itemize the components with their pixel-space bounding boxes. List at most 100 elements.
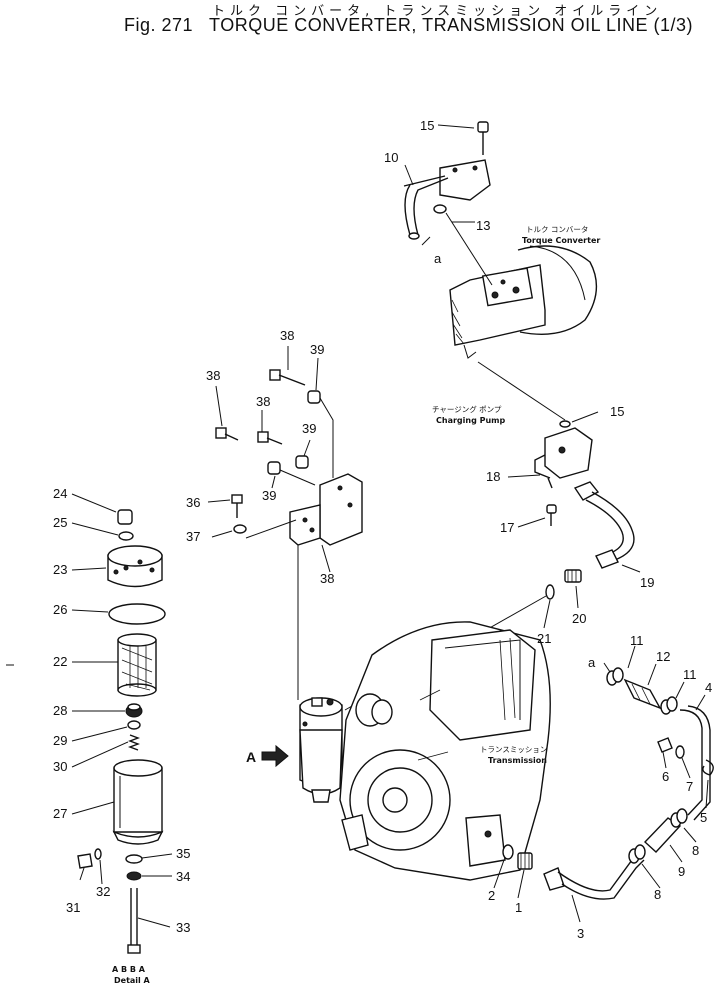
leader-lines (71, 124, 709, 928)
label-1: 1 (515, 900, 522, 915)
part-7-washer (675, 745, 685, 759)
label-2: 2 (488, 888, 495, 903)
torque-converter-housing (449, 245, 598, 359)
transmission-housing (339, 621, 551, 881)
part-11-clamp-right (660, 696, 678, 715)
label-8-upper: 8 (692, 843, 699, 858)
label-19: 20 (572, 611, 586, 626)
part-27-valve (125, 703, 143, 718)
label-29: 30 (53, 759, 67, 774)
detail-a-word: Detail A (114, 976, 151, 985)
label-39-low: 39 (262, 488, 276, 503)
label-21: 22 (53, 654, 67, 669)
label-31: 32 (96, 884, 110, 899)
label-6: 6 (662, 769, 669, 784)
label-a-top: a (434, 251, 442, 266)
label-18: 19 (640, 575, 654, 590)
part-2-o-ring (502, 844, 514, 860)
label-17: 18 (486, 469, 500, 484)
assembly-labels: トルク コンバータ Torque Converter チャージング ポンプ Ch… (112, 225, 600, 985)
label-38-mid: 38 (256, 394, 270, 409)
part-23-plug (117, 509, 133, 525)
part-21-element (117, 633, 157, 697)
part-32-bolt (127, 888, 141, 954)
label-14: 15 (420, 118, 434, 133)
label-37: 38 (320, 571, 334, 586)
label-13: 13 (476, 218, 490, 233)
label-7: 7 (686, 779, 693, 794)
part-36-washer (233, 524, 247, 534)
part-19-fitting (564, 569, 582, 583)
part-31-o-ring (94, 848, 102, 860)
part-number-labels: 15 10 13 a 15 18 17 19 20 21 38 39 38 38… (53, 118, 712, 941)
label-23: 24 (53, 486, 67, 501)
label-15: 15 (610, 404, 624, 419)
part-22-filter-head (107, 545, 163, 588)
part-8-clamp-lower (628, 844, 646, 864)
label-30: 31 (66, 900, 80, 915)
part-1-fitting (517, 852, 533, 870)
label-12: 12 (656, 649, 670, 664)
label-25: 26 (53, 602, 67, 617)
part-6-nut (657, 737, 673, 753)
part-39-washer-top (307, 390, 321, 404)
torque-converter-label-en: Torque Converter (522, 236, 600, 245)
part-11-clamp-left (606, 667, 624, 686)
part-29-spring (128, 734, 140, 751)
charging-pump-label-en: Charging Pump (436, 416, 505, 425)
detail-a-marker: A (246, 749, 256, 765)
part-13-o-ring (433, 204, 447, 214)
part-4-pipe (679, 705, 711, 821)
part-38-bolt-mid (257, 431, 283, 445)
label-27: 28 (53, 703, 67, 718)
part-9-hose (643, 817, 682, 853)
part-26-case (112, 759, 164, 845)
filter-assembly-a (299, 697, 343, 803)
label-24: 25 (53, 515, 67, 530)
label-39-mid: 39 (302, 421, 316, 436)
part-16-bolt (546, 504, 557, 526)
label-3: 3 (577, 926, 584, 941)
transmission-label-jp: トランスミッション (480, 745, 547, 754)
part-28-washer (127, 720, 141, 730)
detail-a-arrow (261, 744, 289, 768)
part-33-washer (126, 871, 142, 881)
part-25-o-ring (108, 603, 166, 625)
part-30-plug (77, 853, 93, 869)
label-10: 10 (384, 150, 398, 165)
label-11-right: 11 (683, 667, 697, 682)
label-20: 21 (537, 631, 551, 646)
part-14-bolt (477, 121, 489, 155)
part-37-bracket (289, 473, 363, 546)
label-16: 17 (500, 520, 514, 535)
label-5: 5 (700, 810, 707, 825)
torque-converter-label-jp: トルク コンバータ (526, 225, 588, 234)
label-26: 27 (53, 806, 67, 821)
part-34-o-ring (125, 854, 143, 864)
label-9: 9 (678, 864, 685, 879)
label-39-top: 39 (310, 342, 324, 357)
charging-pump-label-jp: チャージング ポンプ (432, 404, 502, 414)
label-8-lower: 8 (654, 887, 661, 902)
label-34: 35 (176, 846, 190, 861)
part-17-elbow (534, 427, 593, 489)
label-32: 33 (176, 920, 190, 935)
part-18-hose (573, 481, 635, 569)
part-12-hose (623, 678, 662, 710)
label-35: 36 (186, 495, 200, 510)
label-22: 23 (53, 562, 67, 577)
part-5-clip (702, 759, 714, 776)
part-3-pipe (543, 851, 645, 900)
part-15-o-ring (559, 420, 571, 428)
transmission-label-en: Transmission (488, 756, 547, 765)
part-20-o-ring (545, 584, 555, 600)
label-28: 29 (53, 733, 67, 748)
detail-a-caption: A B B A (112, 965, 146, 974)
part-8-clamp-upper (670, 808, 688, 828)
label-a-right: a (588, 655, 596, 670)
part-10-pipe (403, 159, 491, 240)
label-4: 4 (705, 680, 712, 695)
part-24-o-ring (118, 531, 134, 541)
